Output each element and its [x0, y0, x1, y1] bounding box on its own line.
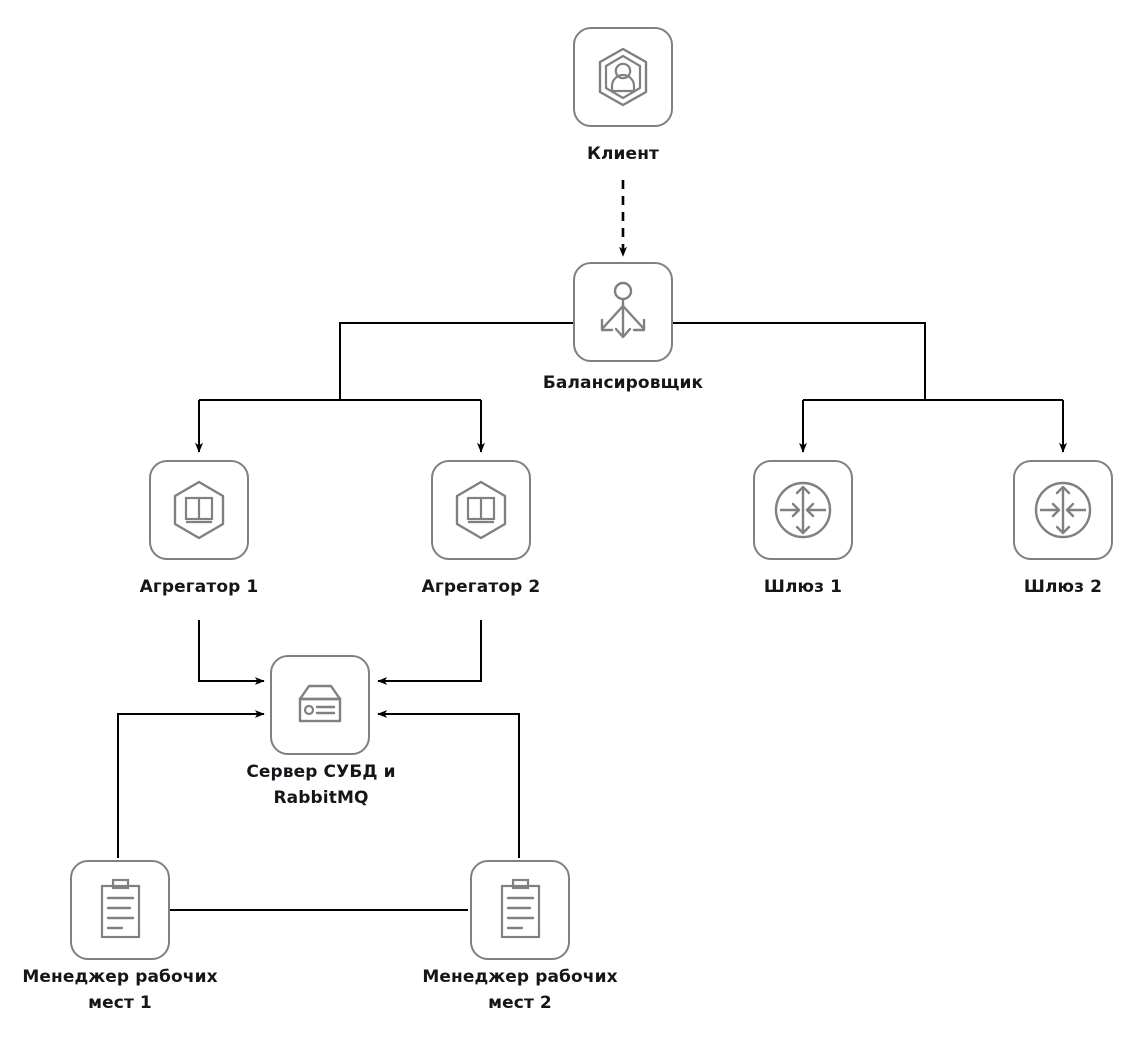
node-aggregator-1[interactable] [149, 460, 249, 560]
database-server-icon [287, 680, 353, 730]
label-balancer: Балансировщик [542, 373, 704, 393]
node-workplace-manager-1[interactable] [70, 860, 170, 960]
node-gateway-2[interactable] [1013, 460, 1113, 560]
clipboard-icon [94, 877, 146, 943]
node-gateway-1[interactable] [753, 460, 853, 560]
label-gateway-2: Шлюз 2 [1023, 577, 1103, 597]
label-workplace-manager-1: Менеджер рабочих мест 1 [22, 967, 218, 1013]
label-gateway-1: Шлюз 1 [763, 577, 843, 597]
label-aggregator-1: Агрегатор 1 [139, 577, 259, 597]
aggregator-hexagon-icon [449, 479, 513, 541]
label-dbserver: Сервер СУБД и RabbitMQ [246, 762, 396, 808]
node-balancer[interactable] [573, 262, 673, 362]
gateway-converge-icon [1031, 478, 1095, 542]
node-workplace-manager-2[interactable] [470, 860, 570, 960]
label-workplace-manager-2: Менеджер рабочих мест 2 [422, 967, 618, 1013]
node-aggregator-2[interactable] [431, 460, 531, 560]
edge-aggregator2-to-dbserver [377, 620, 482, 685]
edge-aggregator1-to-dbserver [198, 620, 265, 685]
clipboard-icon [494, 877, 546, 943]
node-client[interactable] [573, 27, 673, 127]
gateway-converge-icon [771, 478, 835, 542]
load-balancer-icon [592, 280, 654, 344]
aggregator-hexagon-icon [167, 479, 231, 541]
node-dbserver[interactable] [270, 655, 370, 755]
user-hexagon-icon [590, 44, 656, 110]
label-client: Клиент [587, 144, 659, 164]
label-aggregator-2: Агрегатор 2 [421, 577, 541, 597]
